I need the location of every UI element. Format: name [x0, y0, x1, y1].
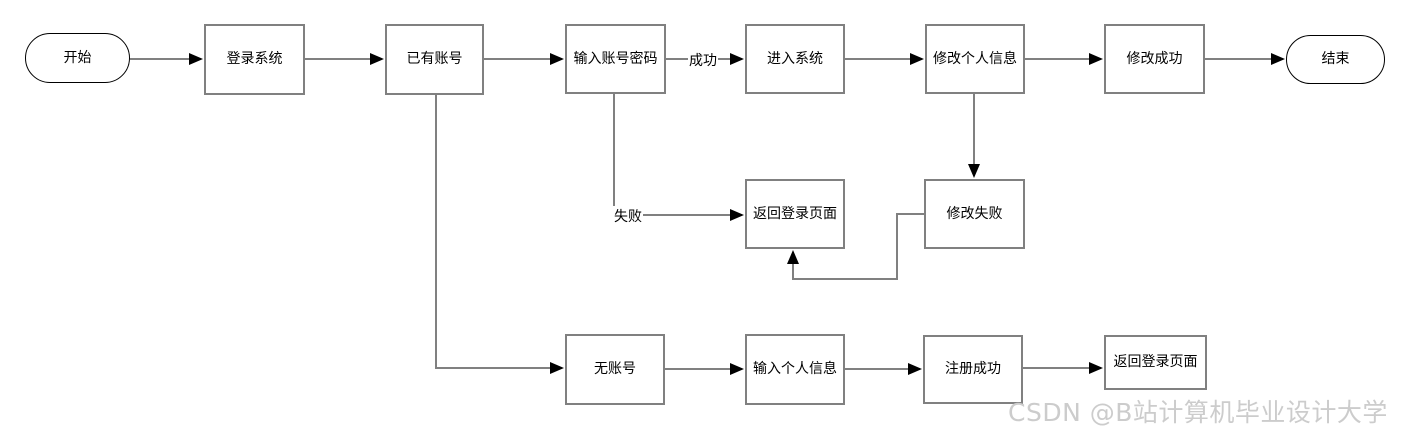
edge-have-account-to-no-account [435, 95, 564, 374]
edge-label-fail: 失败 [613, 206, 643, 226]
node-modify-success-label: 修改成功 [1126, 50, 1183, 67]
node-return-login-bottom-label: 返回登录页面 [1113, 354, 1198, 371]
edge-credentials-fail-to-return-login [613, 94, 744, 221]
edge-modify-fail-to-return-login [787, 213, 924, 280]
node-modify-personal-info: 修改个人信息 [925, 24, 1025, 94]
node-modify-fail-label: 修改失败 [946, 205, 1003, 222]
node-return-login-bottom: 返回登录页面 [1104, 335, 1207, 390]
node-no-account-label: 无账号 [594, 361, 636, 378]
node-return-login-mid-label: 返回登录页面 [753, 205, 837, 222]
node-have-account: 已有账号 [385, 24, 484, 95]
node-end: 结束 [1286, 35, 1385, 84]
edge-label-success: 成功 [688, 50, 718, 70]
node-login-system-label: 登录系统 [226, 51, 283, 68]
node-no-account: 无账号 [565, 334, 665, 405]
node-start: 开始 [25, 33, 130, 83]
node-enter-personal-info: 输入个人信息 [745, 334, 845, 405]
node-login-system: 登录系统 [204, 24, 305, 95]
node-modify-fail: 修改失败 [924, 179, 1025, 249]
node-modify-personal-info-label: 修改个人信息 [933, 50, 1017, 67]
node-register-success: 注册成功 [923, 335, 1023, 404]
node-end-label: 结束 [1321, 51, 1350, 68]
node-enter-credentials-label: 输入账号密码 [573, 50, 658, 67]
node-enter-system: 进入系统 [745, 24, 845, 94]
node-start-label: 开始 [63, 49, 92, 66]
csdn-watermark: CSDN @B站计算机毕业设计大学 [1008, 398, 1388, 427]
node-modify-success: 修改成功 [1104, 24, 1205, 94]
node-have-account-label: 已有账号 [406, 51, 463, 68]
node-enter-personal-info-label: 输入个人信息 [753, 361, 837, 378]
node-enter-system-label: 进入系统 [767, 50, 823, 67]
node-return-login-mid: 返回登录页面 [745, 179, 845, 249]
node-register-success-label: 注册成功 [945, 361, 1001, 378]
node-enter-credentials: 输入账号密码 [565, 24, 666, 94]
